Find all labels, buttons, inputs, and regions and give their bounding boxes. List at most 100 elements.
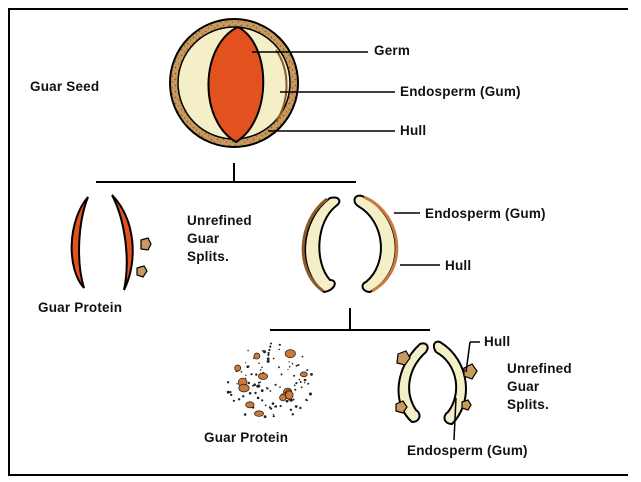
label-line: Splits.	[507, 396, 572, 414]
protein-dot	[294, 385, 296, 387]
label-endosperm-bottom: Endosperm (Gum)	[407, 443, 528, 459]
protein-dot	[302, 356, 304, 358]
protein-dot	[306, 400, 308, 402]
protein-dot	[270, 390, 272, 392]
protein-dot	[268, 352, 270, 354]
protein-dot	[309, 393, 312, 396]
protein-dot	[248, 382, 250, 384]
hull-piece	[462, 400, 471, 410]
protein-dot	[295, 382, 297, 384]
protein-chunk	[235, 365, 241, 371]
germ-halves	[72, 195, 151, 290]
label-line: Unrefined	[187, 212, 252, 230]
label-line: Unrefined	[507, 360, 572, 378]
protein-dot	[227, 391, 230, 394]
label-guar-protein-bottom: Guar Protein	[204, 430, 288, 446]
protein-dot	[292, 363, 294, 365]
label-line: Splits.	[187, 248, 252, 266]
protein-dot	[289, 361, 290, 362]
protein-dot	[281, 373, 283, 375]
protein-dot	[304, 382, 305, 383]
protein-chunk	[246, 402, 254, 408]
protein-dot	[278, 366, 280, 368]
protein-chunk	[239, 384, 249, 392]
protein-dot	[266, 387, 267, 388]
protein-dot	[250, 373, 252, 375]
protein-dot	[298, 364, 300, 366]
protein-dot	[307, 383, 309, 385]
protein-dot	[279, 386, 281, 388]
label-line: Guar	[187, 230, 252, 248]
protein-dot	[248, 366, 249, 367]
protein-dot	[263, 350, 266, 353]
protein-dot	[267, 357, 270, 360]
protein-dot	[252, 385, 254, 387]
label-unrefined-bottom: Unrefined Guar Splits.	[507, 360, 572, 414]
label-hull-top: Hull	[400, 123, 426, 139]
protein-dot	[258, 363, 260, 365]
hull-fragment	[141, 238, 151, 250]
protein-dot	[273, 358, 275, 360]
protein-dot	[233, 400, 235, 402]
protein-dot	[293, 399, 295, 401]
unrefined-splits-bottom	[396, 342, 477, 424]
germ-half-right	[112, 195, 133, 290]
protein-dot	[261, 389, 264, 392]
label-hull-mid: Hull	[445, 258, 471, 274]
protein-particles	[227, 343, 313, 419]
protein-dot	[229, 391, 231, 393]
protein-dot	[260, 369, 262, 371]
protein-dot	[245, 362, 246, 363]
protein-dot	[274, 406, 275, 407]
protein-dot	[241, 371, 243, 373]
protein-chunk	[285, 350, 295, 358]
protein-dot	[278, 349, 280, 351]
protein-dot	[254, 392, 256, 394]
protein-dot	[245, 375, 246, 376]
protein-dot	[305, 379, 306, 380]
label-hull-bottom: Hull	[484, 334, 510, 350]
protein-dot	[275, 384, 277, 386]
label-endosperm-top: Endosperm (Gum)	[400, 84, 521, 100]
split-bottom-right	[434, 342, 466, 424]
protein-dot	[257, 385, 260, 388]
protein-dot	[236, 383, 237, 384]
protein-dot	[279, 344, 281, 346]
label-guar-seed: Guar Seed	[30, 79, 99, 95]
protein-dot	[255, 373, 257, 375]
protein-dot	[294, 389, 296, 391]
protein-dot	[295, 405, 298, 408]
protein-dot	[238, 398, 240, 400]
protein-dot	[273, 414, 274, 415]
protein-dot	[242, 395, 244, 397]
label-unrefined-mid: Unrefined Guar Splits.	[187, 212, 252, 266]
protein-dot	[230, 394, 232, 396]
protein-dot	[257, 397, 260, 400]
protein-dot	[300, 381, 302, 383]
protein-dot	[227, 381, 229, 383]
protein-dot	[249, 392, 252, 395]
protein-dot	[247, 350, 249, 352]
protein-dot	[310, 373, 313, 376]
protein-dot	[289, 366, 291, 368]
protein-dot	[265, 405, 267, 407]
whole-seed	[170, 19, 298, 147]
unrefined-splits-mid	[303, 196, 397, 292]
protein-dot	[290, 409, 292, 411]
protein-dot	[286, 400, 289, 403]
protein-chunk	[301, 372, 308, 377]
protein-dot	[292, 413, 294, 415]
protein-dot	[267, 354, 269, 356]
label-line: Guar	[507, 378, 572, 396]
protein-chunk	[258, 373, 267, 379]
label-germ: Germ	[374, 43, 410, 59]
protein-chunk	[255, 411, 264, 417]
protein-dot	[299, 379, 301, 381]
protein-dot	[258, 382, 260, 384]
protein-dot	[293, 375, 295, 377]
protein-dot	[261, 399, 263, 401]
germ-half-left	[72, 197, 88, 288]
protein-dot	[287, 369, 288, 370]
protein-dot	[269, 406, 271, 408]
